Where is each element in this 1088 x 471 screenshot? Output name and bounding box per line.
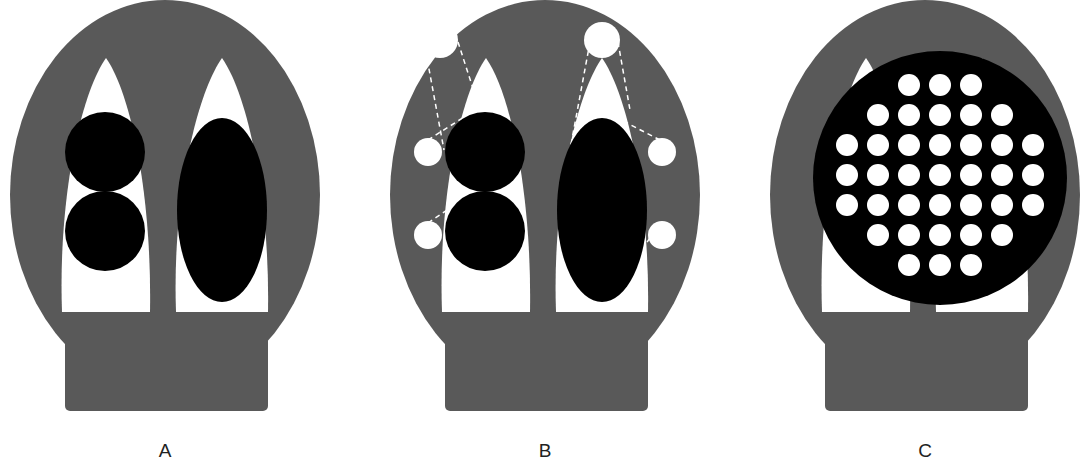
hole (867, 134, 889, 156)
hole (1022, 164, 1044, 186)
clamp-c (770, 0, 1080, 411)
hole (898, 194, 920, 216)
hole (1022, 194, 1044, 216)
hole (836, 164, 858, 186)
hole (898, 134, 920, 156)
clamp-b (390, 0, 700, 411)
hole (867, 194, 889, 216)
hole (929, 254, 951, 276)
hole (991, 224, 1013, 246)
clamp-a (10, 0, 320, 411)
hole (960, 74, 982, 96)
hole (991, 134, 1013, 156)
hole (960, 134, 982, 156)
hole (960, 194, 982, 216)
hole (960, 104, 982, 126)
hole (867, 104, 889, 126)
hole (960, 254, 982, 276)
hole (929, 104, 951, 126)
hole (898, 104, 920, 126)
figure-letter: A (159, 440, 172, 462)
hole (898, 254, 920, 276)
hole (960, 164, 982, 186)
hole (898, 224, 920, 246)
figure-letter: B (539, 440, 552, 462)
hole (898, 164, 920, 186)
hole (929, 194, 951, 216)
hole (898, 74, 920, 96)
hole (991, 164, 1013, 186)
hole (836, 134, 858, 156)
hole (929, 74, 951, 96)
hole (867, 224, 889, 246)
hole (960, 224, 982, 246)
figure-letter: C (918, 440, 932, 462)
hole (991, 194, 1013, 216)
hole (929, 164, 951, 186)
hole (991, 104, 1013, 126)
hole (867, 164, 889, 186)
hole (1022, 134, 1044, 156)
hole (836, 194, 858, 216)
hole (929, 224, 951, 246)
hole (929, 134, 951, 156)
